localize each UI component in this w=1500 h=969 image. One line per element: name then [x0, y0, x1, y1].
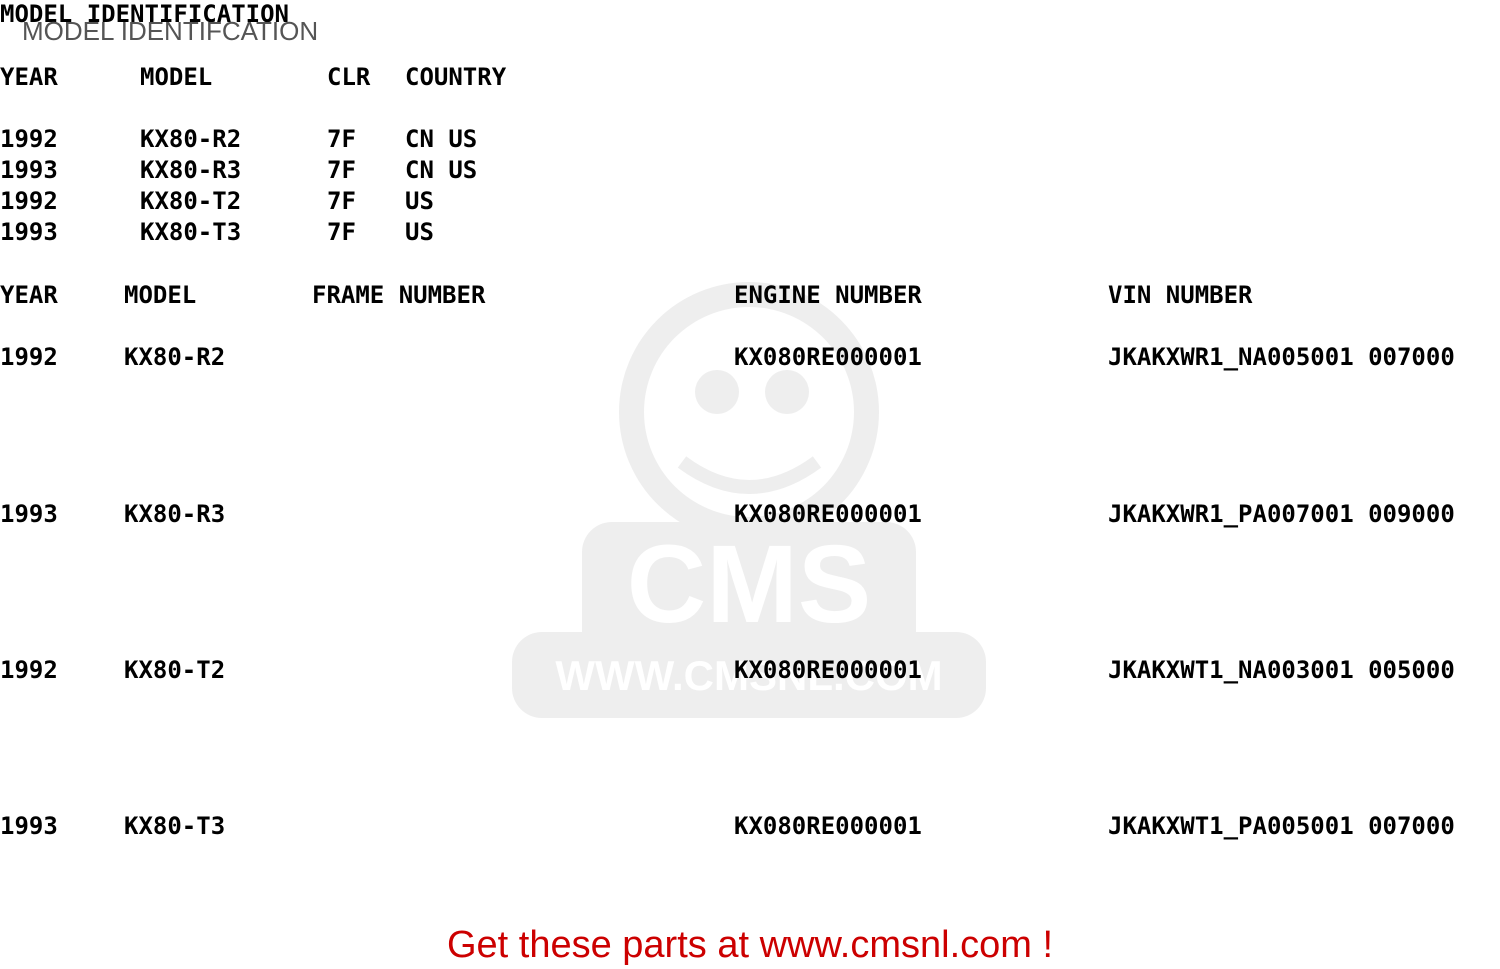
table1-cell-model: KX80-R2 — [140, 125, 242, 153]
table2-cell-vin: JKAKXWT1_NA003001 005000 — [1108, 656, 1455, 684]
table1-header-country: COUNTRY — [405, 63, 507, 91]
document-title: MODEL IDENTIFICATION — [0, 0, 289, 28]
table2-header-year: YEAR — [0, 281, 58, 309]
table2-header-engine-number: ENGINE NUMBER — [734, 281, 922, 309]
table2-cell-engine: KX080RE000001 — [734, 500, 922, 528]
table1-cell-country: CN US — [405, 156, 478, 184]
table2-cell-year: 1992 — [0, 656, 58, 684]
table2-cell-model: KX80-T3 — [124, 812, 226, 840]
table1-header-year: YEAR — [0, 63, 58, 91]
overlay-title: MODEL IDENTIFCATION — [22, 16, 319, 46]
table1-cell-year: 1993 — [0, 218, 58, 246]
table1-cell-clr: 7F — [327, 125, 356, 153]
table2-cell-year: 1993 — [0, 500, 58, 528]
footer-cta-link[interactable]: Get these parts at www.cmsnl.com ! — [446, 924, 1054, 966]
table1-header-model: MODEL — [140, 63, 213, 91]
cms-watermark-logo: CMS WWW.CMSNL.COM — [512, 282, 986, 718]
table2-cell-model: KX80-R3 — [124, 500, 226, 528]
svg-text:WWW.CMSNL.COM: WWW.CMSNL.COM — [555, 652, 942, 699]
table1-cell-country: US — [405, 218, 434, 246]
table1-cell-country: CN US — [405, 125, 478, 153]
table2-cell-vin: JKAKXWR1_PA007001 009000 — [1108, 500, 1455, 528]
table1-header-clr: CLR — [327, 63, 371, 91]
table2-header-frame-number: FRAME NUMBER — [312, 281, 486, 309]
table1-cell-model: KX80-R3 — [140, 156, 242, 184]
table1-cell-year: 1993 — [0, 156, 58, 184]
table2-cell-engine: KX080RE000001 — [734, 656, 922, 684]
table2-header-vin-number: VIN NUMBER — [1108, 281, 1253, 309]
table1-cell-year: 1992 — [0, 187, 58, 215]
table2-cell-engine: KX080RE000001 — [734, 812, 922, 840]
table1-cell-clr: 7F — [327, 187, 356, 215]
table1-cell-clr: 7F — [327, 156, 356, 184]
table2-cell-model: KX80-T2 — [124, 656, 226, 684]
table1-cell-year: 1992 — [0, 125, 58, 153]
table2-cell-year: 1992 — [0, 343, 58, 371]
table2-cell-model: KX80-R2 — [124, 343, 226, 371]
table1-cell-country: US — [405, 187, 434, 215]
table2-cell-engine: KX080RE000001 — [734, 343, 922, 371]
table2-header-model: MODEL — [124, 281, 197, 309]
table1-cell-clr: 7F — [327, 218, 356, 246]
table1-cell-model: KX80-T3 — [140, 218, 242, 246]
table2-cell-vin: JKAKXWT1_PA005001 007000 — [1108, 812, 1455, 840]
table1-cell-model: KX80-T2 — [140, 187, 242, 215]
svg-text:CMS: CMS — [627, 523, 871, 646]
table2-cell-year: 1993 — [0, 812, 58, 840]
table2-cell-vin: JKAKXWR1_NA005001 007000 — [1108, 343, 1455, 371]
